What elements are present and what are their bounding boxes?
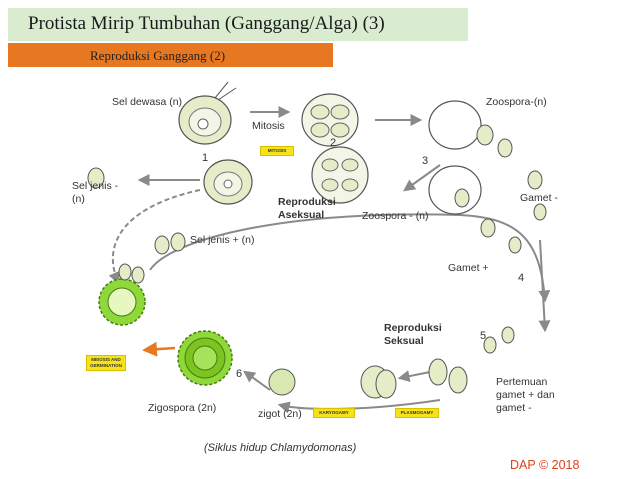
diagram-caption: (Siklus hidup Chlamydomonas)	[204, 442, 357, 454]
copyright-credit: DAP © 2018	[510, 458, 580, 472]
label-zoospora-n: Zoospora-(n)	[486, 96, 547, 108]
sel-jenis-plus-cells	[154, 232, 186, 255]
asexual-cycle-arrow	[108, 189, 201, 285]
zygote-to-zygospore-arrow	[243, 370, 271, 391]
label-pertemuan-1: Pertemuan	[496, 376, 548, 388]
tag-plasmogamy: PLASMOGAMY	[395, 408, 439, 418]
step-number-6: 6	[236, 368, 243, 380]
page-subtitle: Reproduksi Ganggang (2)	[90, 48, 226, 63]
right-side-arrow	[538, 239, 551, 333]
plasmogamy-cells	[428, 358, 468, 394]
subtitle-bar	[8, 43, 333, 67]
label-mitosis: Mitosis	[252, 120, 285, 132]
label-gamet-minus: Gamet -	[520, 192, 558, 204]
karyogamy-cell	[360, 365, 397, 399]
label-reproduksi-aseksual-2: Aseksual	[278, 209, 325, 221]
tag-meiosis-line-2: GERMINATION	[90, 363, 122, 368]
tag-meiosis-line-1: MEIOSIS AND	[91, 357, 121, 362]
zygospore-cell	[177, 330, 233, 386]
mitosis-cell-4	[311, 146, 369, 204]
zygospore-meiosis-arrow	[142, 341, 176, 357]
page-title: Protista Mirip Tumbuhan (Ganggang/Alga) …	[28, 13, 385, 34]
tag-mitosis: MITOSIS	[260, 146, 294, 156]
zoospore-release-bottom	[428, 165, 496, 238]
step-number-4: 4	[518, 272, 525, 284]
label-reproduksi-seksual-2: Seksual	[384, 335, 424, 347]
mitosis-cell-2	[301, 93, 359, 147]
step-number-5: 5	[480, 330, 487, 342]
label-zoospora-minus-n: Zoospora - (n)	[362, 210, 429, 222]
step-number-2: 2	[330, 137, 337, 149]
label-pertemuan-2: gamet + dan	[496, 389, 555, 401]
step-number-3: 3	[422, 155, 429, 167]
mature-cell	[178, 81, 237, 145]
gamete-minus-cells	[508, 170, 547, 254]
tag-karyogamy: KARYOGAMY	[313, 408, 355, 418]
zygote-cell	[268, 368, 296, 396]
label-reproduksi-aseksual-1: Reproduksi	[278, 196, 336, 208]
germinating-zygospore	[98, 263, 146, 326]
label-reproduksi-seksual-1: Reproduksi	[384, 322, 442, 334]
title-bar	[8, 8, 468, 41]
label-zigospora: Zigospora (2n)	[148, 402, 217, 414]
label-sel-jenis-minus-2: (n)	[72, 193, 85, 205]
zoospore-release-top	[428, 100, 513, 158]
zoospora-arrow	[403, 164, 441, 192]
label-sel-dewasa: Sel dewasa (n)	[112, 96, 183, 108]
gamete-pair-cells	[483, 326, 515, 354]
label-sel-jenis-minus-1: Sel jenis -	[72, 180, 119, 192]
dividing-cell	[203, 159, 253, 205]
sel-jenis-minus-cell	[87, 167, 105, 189]
label-gamet-plus: Gamet +	[448, 262, 489, 274]
label-pertemuan-3: gamet -	[496, 402, 532, 414]
tag-meiosis-germination: MEIOSIS AND GERMINATION	[86, 355, 126, 371]
step-number-1: 1	[202, 152, 209, 164]
label-zigot: zigot (2n)	[258, 408, 302, 420]
label-sel-jenis-plus: Sel jenis + (n)	[190, 234, 255, 246]
